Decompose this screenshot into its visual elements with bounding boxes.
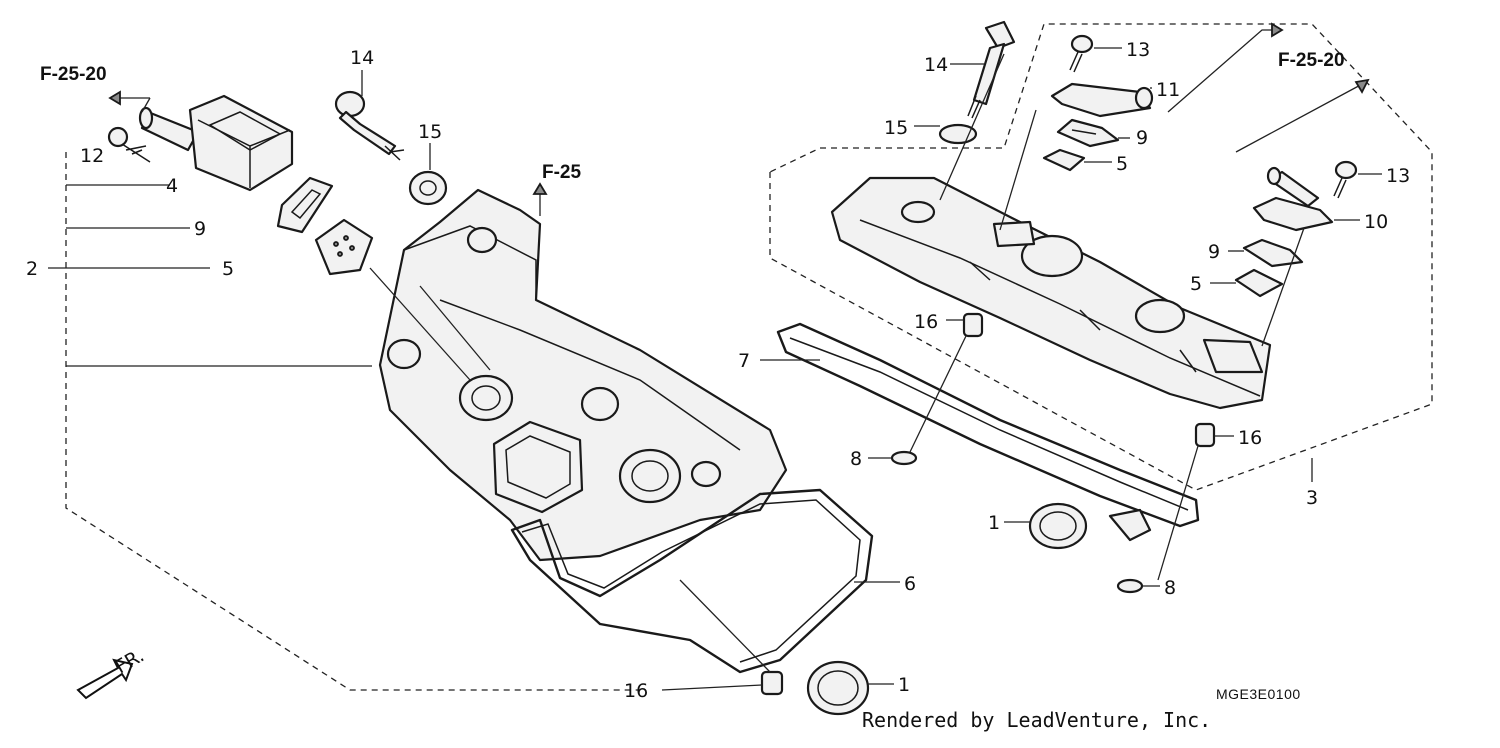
bolt-13a-part	[1069, 34, 1094, 73]
callout-5-right-b[interactable]: 5	[1190, 273, 1202, 295]
filter-5b-part	[1234, 268, 1284, 298]
dowel-16a-part	[962, 312, 984, 338]
breather-chamber-part	[138, 94, 294, 192]
bolt-14-part	[334, 90, 405, 161]
callout-1-left[interactable]: 1	[898, 674, 910, 696]
callout-5-left[interactable]: 5	[222, 258, 234, 280]
washer-15b-part	[938, 123, 978, 145]
seal-9a-part	[1056, 118, 1120, 148]
callout-6-left[interactable]: 6	[904, 573, 916, 595]
bolt-13b-part	[1333, 160, 1358, 199]
callout-3-right[interactable]: 3	[1306, 487, 1318, 509]
callout-5-right-a[interactable]: 5	[1116, 153, 1128, 175]
reference-f-25-20-right[interactable]: F-25-20	[1278, 50, 1345, 71]
right-plug-boss	[1108, 508, 1152, 542]
dowel-16b-part	[1194, 422, 1216, 448]
plug-8a-part	[890, 450, 918, 466]
callout-11-right[interactable]: 11	[1156, 79, 1180, 101]
callout-4-left[interactable]: 4	[166, 175, 178, 197]
filter-5-part	[314, 218, 374, 276]
grommet-15-part	[408, 170, 448, 206]
seal-1b-part	[1028, 502, 1088, 550]
callout-1-right[interactable]: 1	[988, 512, 1000, 534]
seal-9-part	[276, 176, 334, 234]
callout-2-left[interactable]: 2	[26, 258, 38, 280]
gasket-7-part	[776, 322, 1200, 528]
assembly-3-bracket	[769, 23, 1433, 491]
right-head-cover-part	[830, 176, 1272, 410]
pipe-10-part	[1252, 166, 1334, 232]
seal-9b-part	[1242, 238, 1304, 268]
callout-14-left[interactable]: 14	[350, 47, 374, 69]
callout-15-left[interactable]: 15	[418, 121, 442, 143]
bolt-12-part	[107, 126, 151, 163]
pipe-11-part	[1050, 82, 1154, 118]
callout-10-right[interactable]: 10	[1364, 211, 1388, 233]
reference-f-25[interactable]: F-25	[542, 162, 582, 183]
callout-16-right-b[interactable]: 16	[1238, 427, 1262, 449]
callout-13-right-a[interactable]: 13	[1126, 39, 1150, 61]
callout-9-right-a[interactable]: 9	[1136, 127, 1148, 149]
callout-14-right[interactable]: 14	[924, 54, 948, 76]
callout-8-right-b[interactable]: 8	[1164, 577, 1176, 599]
dowel-16-part	[760, 670, 784, 696]
callout-13-right-b[interactable]: 13	[1386, 165, 1410, 187]
bolt-14b-part	[967, 20, 1016, 119]
filter-5a-part	[1042, 148, 1086, 172]
reference-f-25-20-left[interactable]: F-25-20	[40, 64, 107, 85]
render-credit: Rendered by LeadVenture, Inc.	[862, 708, 1212, 732]
seal-1-part	[806, 660, 870, 716]
callout-16-left[interactable]: 16	[624, 680, 648, 702]
front-direction-arrow	[76, 658, 134, 700]
diagram-code: MGE3E0100	[1216, 686, 1301, 702]
callout-12-left[interactable]: 12	[80, 145, 104, 167]
callout-9-right-b[interactable]: 9	[1208, 241, 1220, 263]
plug-8b-part	[1116, 578, 1144, 594]
assembly-2-bracket	[65, 152, 640, 691]
left-head-cover-part	[378, 188, 788, 562]
callout-9-left[interactable]: 9	[194, 218, 206, 240]
gasket-6-part	[510, 488, 874, 674]
callout-16-right-a[interactable]: 16	[914, 311, 938, 333]
callout-7-right[interactable]: 7	[738, 350, 750, 372]
callout-15-right[interactable]: 15	[884, 117, 908, 139]
callout-8-right-a[interactable]: 8	[850, 448, 862, 470]
